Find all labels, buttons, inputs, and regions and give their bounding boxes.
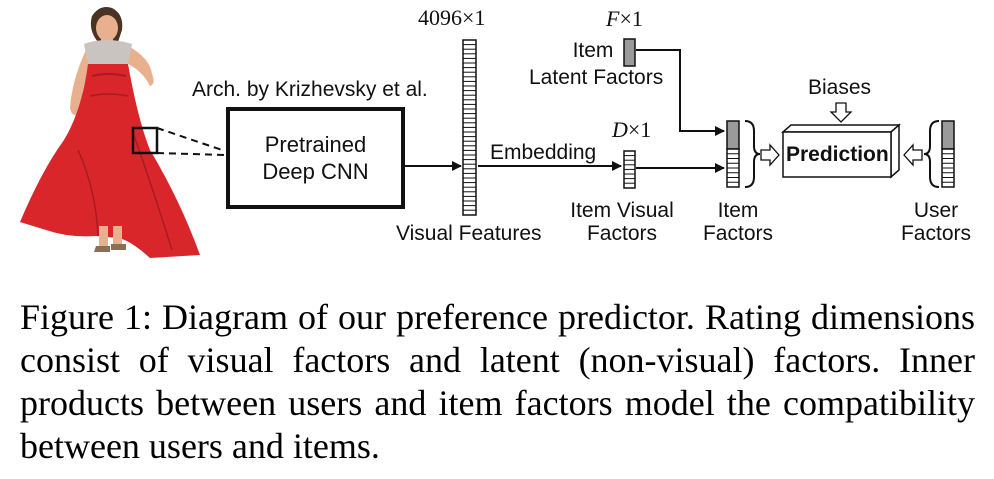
item-latent-label-line2: Latent Factors [529, 66, 664, 89]
dress-leg-left [99, 226, 108, 248]
prediction-label: Prediction [786, 143, 889, 166]
visual-features-dimension: 4096×1 [418, 5, 486, 30]
dress-leg-right [113, 226, 122, 246]
user-factors-label: User Factors [900, 199, 971, 245]
item-factors-label: Item Factors [702, 199, 773, 245]
diagram: 4096×1 F×1 D×1 Arch. by Krizhevsky et al… [20, 5, 971, 258]
biases-label: Biases [808, 76, 872, 99]
dress-skirt [20, 64, 200, 258]
embedding-dimension: D×1 [612, 117, 652, 142]
zoom-line-bottom [156, 152, 226, 156]
item-factors-brace [744, 120, 761, 188]
arrow-item-to-prediction [760, 143, 780, 167]
architecture-label: Arch. by Krizhevsky et al. [192, 78, 428, 101]
arrow-user-to-prediction [903, 143, 923, 167]
item-factors-vector [726, 120, 740, 188]
embedding-label: Embedding [490, 141, 597, 164]
cnn-box [226, 107, 405, 209]
user-factors-brace [923, 120, 940, 188]
item-latent-label-line1: Item [572, 39, 614, 62]
dress-shoe-right [111, 244, 126, 250]
visual-features-label: Visual Features [396, 222, 542, 245]
cnn-label: Pretrained Deep CNN [262, 132, 369, 184]
dress-bodice [84, 40, 132, 64]
diagram-canvas [20, 7, 955, 258]
dress-face [96, 15, 118, 41]
latent-factors-dimension: F×1 [606, 6, 643, 31]
prediction-box [781, 123, 901, 179]
dress-arm-right [124, 46, 154, 86]
item-visual-factors-vector [623, 150, 636, 189]
item-latent-factors-vector [623, 38, 636, 67]
item-visual-factors-label: Item Visual Factors [570, 199, 674, 245]
dress-image [20, 7, 200, 258]
zoom-box [131, 126, 159, 155]
dress-arm-left [70, 50, 92, 116]
figure-caption: Figure 1: Diagram of our preference pred… [20, 297, 975, 466]
user-factors-vector [941, 120, 955, 188]
dress-shoe-left [94, 246, 110, 252]
arrow-biases [829, 102, 853, 123]
visual-feature-vector [462, 39, 477, 216]
zoom-line-top [156, 127, 226, 152]
